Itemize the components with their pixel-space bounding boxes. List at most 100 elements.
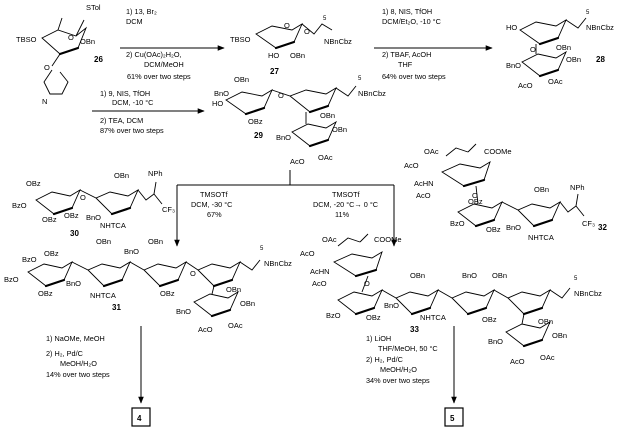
cond-line: 11% (335, 210, 350, 219)
atom-label: NPh (570, 183, 585, 192)
structure-28: HO O OBn OBn BnO OAc AcO NBnCbz 5 28 (506, 10, 614, 90)
atom-label: NBnCbz (264, 259, 292, 268)
atom-label: OAc (322, 235, 337, 244)
atom-label: AcO (300, 249, 315, 258)
cond-line: TMSOTf (332, 190, 361, 199)
atom-label: OBz (366, 313, 381, 322)
atom-label: BzO (4, 275, 19, 284)
atom-label: TBSO (16, 35, 37, 44)
atom-label: BnO (124, 247, 139, 256)
conditions-r7: 1) LiOH THF/MeOH, 50 °C 2) H₂, Pd/C MeOH… (366, 334, 438, 385)
atom-label: NHTCA (528, 233, 554, 242)
cond-line: 61% over two steps (127, 72, 191, 81)
atom-label: O (68, 33, 74, 42)
atom-label: 5 (260, 246, 264, 252)
structure-26: STol TBSO OBn O O N 26 (16, 3, 103, 106)
cond-line: 1) 8, NIS, TfOH (382, 7, 432, 16)
atom-label: OBz (482, 315, 497, 324)
atom-label: AcO (404, 161, 419, 170)
atom-label: OBz (468, 197, 483, 206)
atom-label: BnO (488, 337, 503, 346)
atom-label: OBn (148, 237, 163, 246)
atom-label: BnO (66, 279, 81, 288)
atom-label: 5 (586, 10, 590, 16)
atom-label: OAc (228, 321, 243, 330)
conditions-r5: TMSOTf DCM, -20 °C→ 0 °C 11% (313, 190, 378, 219)
cond-line: DCM, -30 °C (191, 200, 232, 209)
conditions-r2: 1) 8, NIS, TfOH DCM/Et₂O, -10 °C 2) TBAF… (382, 7, 446, 81)
atom-label: O (284, 21, 290, 30)
atom-label: NBnCbz (358, 89, 386, 98)
cond-line: 2) TBAF, AcOH (382, 50, 431, 59)
compound-number: 31 (112, 303, 121, 312)
compound-number: 32 (598, 223, 607, 232)
cond-line: 14% over two steps (46, 370, 110, 379)
cond-line: 2) H₂, Pd/C (366, 355, 403, 364)
compound-number: 4 (137, 414, 142, 423)
atom-label: 5 (358, 76, 362, 82)
atom-label: NBnCbz (324, 37, 352, 46)
atom-label: OAc (424, 147, 439, 156)
atom-label: OBz (38, 289, 53, 298)
atom-label: OBn (114, 171, 129, 180)
product-5: 5 (444, 407, 464, 427)
atom-label: BzO (12, 201, 27, 210)
atom-label: O (190, 269, 196, 278)
atom-label: AcHN (310, 267, 330, 276)
structure-30: OBz BzO OBz OBz BnO OBn NHTCA NPh CF₃ O … (12, 169, 175, 238)
cond-line: 67% (207, 210, 222, 219)
atom-label: OBn (566, 55, 581, 64)
cond-line: MeOH/H₂O (380, 365, 417, 374)
atom-label: BnO (86, 213, 101, 222)
atom-label: BnO (276, 133, 291, 142)
atom-label: O (80, 193, 86, 202)
cond-line: 1) NaOMe, MeOH (46, 334, 105, 343)
structure-33: AcO OAc COOMe AcHN AcO O BzO OBz BnO OBn… (300, 233, 602, 366)
atom-label: OBn (290, 51, 305, 60)
atom-label: OBz (64, 211, 79, 220)
atom-label: BnO (176, 307, 191, 316)
cond-line: THF (398, 60, 413, 69)
product-4: 4 (131, 407, 151, 427)
atom-label: TBSO (230, 35, 251, 44)
atom-label: OBn (234, 75, 249, 84)
atom-label: O (278, 91, 284, 100)
atom-label: AcO (510, 357, 525, 366)
compound-number: 26 (94, 55, 103, 64)
structure-29: OBn BnO HO OBz O OBn OBn BnO OAc AcO NBn… (212, 75, 386, 166)
conditions-r4: TMSOTf DCM, -30 °C 67% (191, 190, 232, 219)
atom-label: NBnCbz (574, 289, 602, 298)
cond-line: THF/MeOH, 50 °C (378, 344, 438, 353)
cond-line: 87% over two steps (100, 126, 164, 135)
atom-label: AcO (198, 325, 213, 334)
atom-label: NBnCbz (586, 23, 614, 32)
atom-label: OBn (556, 43, 571, 52)
atom-label: NPh (148, 169, 163, 178)
atom-label: 5 (323, 16, 327, 22)
cond-line: DCM (126, 17, 143, 26)
atom-label: OBz (44, 249, 59, 258)
compound-number: 28 (596, 55, 605, 64)
conditions-r3: 1) 9, NIS, TfOH DCM, -10 °C 2) TEA, DCM … (100, 89, 164, 135)
atom-label: OBz (42, 215, 57, 224)
atom-label: NHTCA (420, 313, 446, 322)
atom-label: BnO (506, 223, 521, 232)
cond-line: TMSOTf (200, 190, 229, 199)
atom-label: AcO (416, 191, 431, 200)
cond-line: DCM, -20 °C→ 0 °C (313, 200, 378, 209)
cond-line: 2) Cu(OAc)₂H₂O, (126, 50, 182, 59)
cond-line: DCM, -10 °C (112, 98, 153, 107)
atom-label: O (364, 279, 370, 288)
atom-label: O (530, 45, 536, 54)
cond-line: 64% over two steps (382, 72, 446, 81)
structure-31: BzO OBz BzO OBz BnO OBn NHTCA OBn BnO OB… (4, 237, 292, 334)
atom-label: BnO (384, 301, 399, 310)
atom-label: OBn (538, 317, 553, 326)
atom-label: 5 (574, 276, 578, 282)
atom-label: NHTCA (90, 291, 116, 300)
atom-label: BzO (326, 311, 341, 320)
atom-label: OBn (492, 271, 507, 280)
cond-line: DCM/MeOH (144, 60, 184, 69)
structure-32: AcO OAc COOMe AcHN AcO O OBz BzO OBz OBn… (404, 143, 607, 242)
atom-label: O (472, 191, 478, 200)
